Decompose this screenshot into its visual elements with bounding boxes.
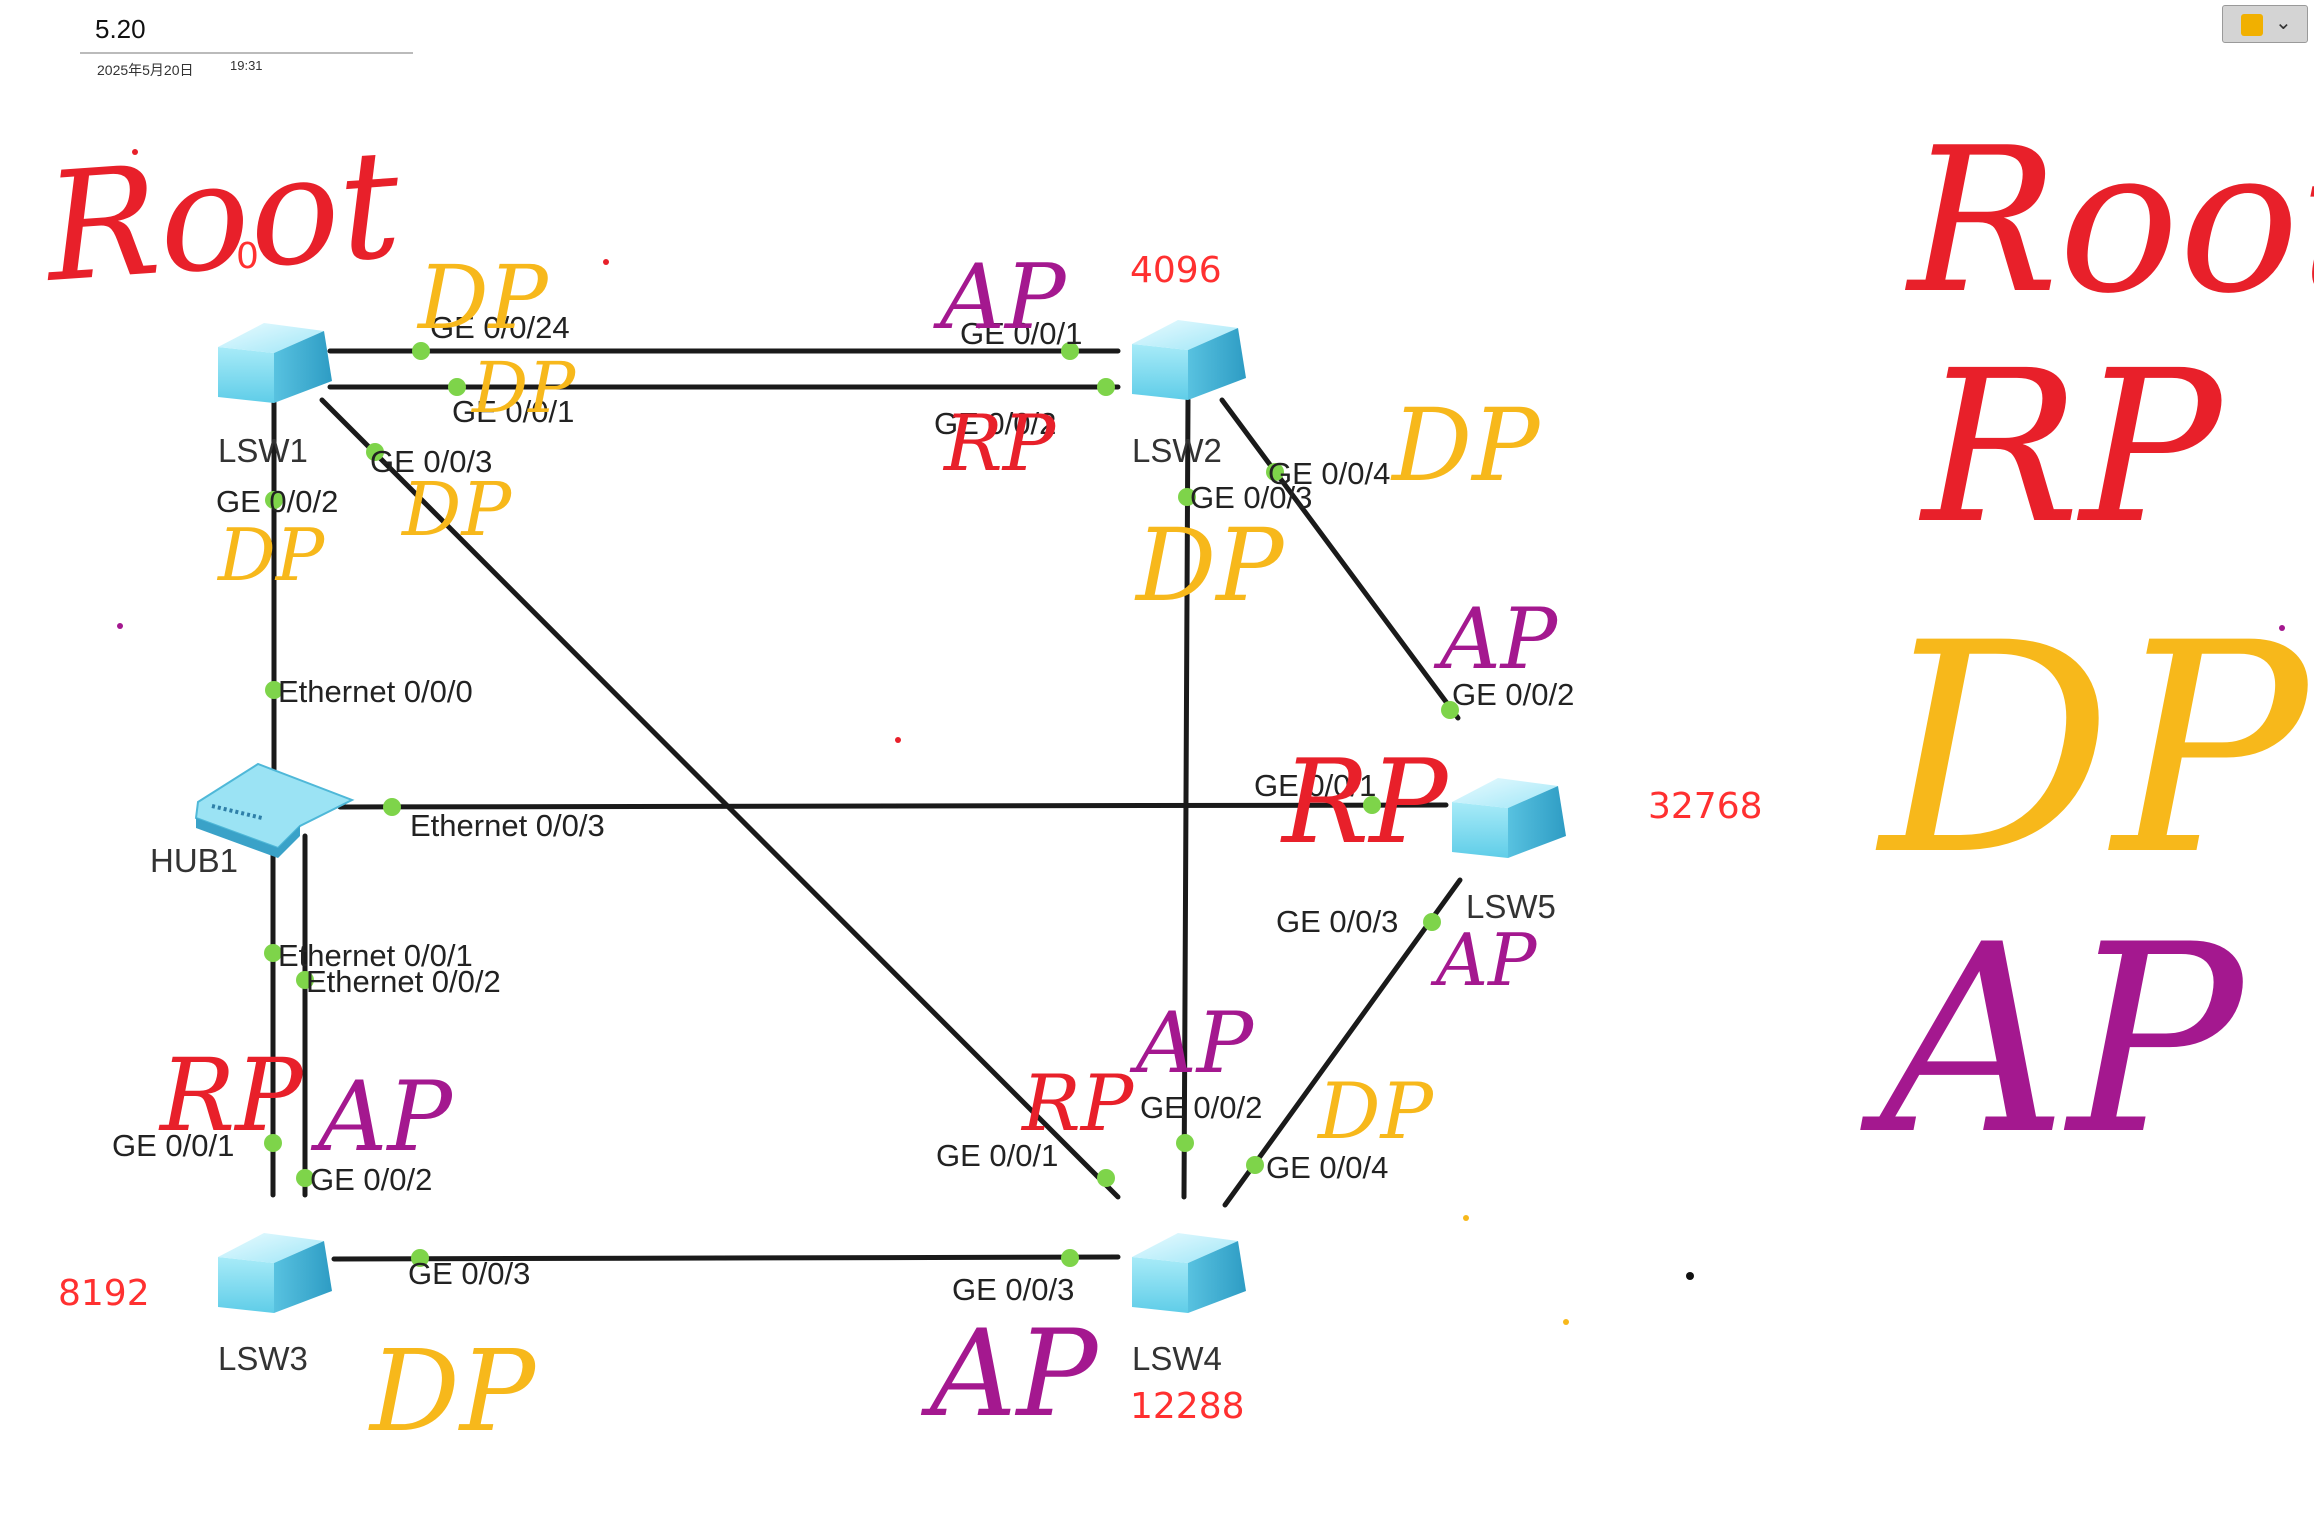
notes-toolbar-button[interactable]: ⌄ xyxy=(2222,5,2308,43)
port-label: GE 0/0/2 xyxy=(1452,677,1574,712)
bridge-priority: 8192 xyxy=(58,1273,150,1314)
device-label: LSW3 xyxy=(218,1340,308,1377)
role-annotation: AP xyxy=(310,1061,453,1173)
port-labels: GE 0/0/24 GE 0/0/1 GE 0/0/3 GE 0/0/2 GE … xyxy=(112,310,1574,1307)
chevron-down-icon: ⌄ xyxy=(2275,12,2292,34)
legend-rp: RP xyxy=(1918,325,2225,570)
role-annotation: RP xyxy=(1020,1059,1135,1149)
links xyxy=(270,348,1463,1262)
bridge-priority: 12288 xyxy=(1130,1386,1245,1427)
role-annotation: AP xyxy=(1430,918,1538,1002)
port-label: GE 0/0/1 xyxy=(1254,768,1376,803)
device-label: LSW4 xyxy=(1132,1340,1222,1377)
port-label: GE 0/0/1 xyxy=(936,1138,1058,1173)
page-time: 19:31 xyxy=(230,58,263,73)
legend-root: Root xyxy=(1904,105,2314,338)
port-label: GE 0/0/2 xyxy=(1140,1090,1262,1125)
link-hub1-lsw5 xyxy=(337,802,1449,810)
role-annotation: DP xyxy=(400,467,512,553)
port-label: GE 0/0/3 xyxy=(1190,480,1312,515)
device-label: LSW2 xyxy=(1132,432,1222,469)
role-annotation: AP xyxy=(1433,590,1559,688)
root-annotation: Root xyxy=(37,118,406,317)
port-label: Ethernet 0/0/0 xyxy=(278,674,473,709)
port-label: GE 0/0/4 xyxy=(1266,1150,1388,1185)
port-label: GE 0/0/1 xyxy=(960,316,1082,351)
switch-lsw1[interactable]: LSW1 0 xyxy=(216,236,336,469)
role-annotation: DP xyxy=(1316,1067,1435,1157)
page-date: 2025年5月20日 xyxy=(97,62,194,78)
port-label: GE 0/0/2 xyxy=(310,1162,432,1197)
switch-lsw5[interactable]: LSW5 32768 xyxy=(1450,778,1763,925)
role-annotation: DP xyxy=(216,513,326,597)
role-annotation: AP xyxy=(933,245,1067,350)
role-annotation: RP xyxy=(1280,735,1449,870)
sticky-note-icon xyxy=(2241,14,2263,36)
title-divider xyxy=(80,52,413,54)
device-label: LSW1 xyxy=(218,432,308,469)
legend-ap: AP xyxy=(1860,890,2247,1192)
link-lsw3-lsw4 xyxy=(331,1254,1121,1262)
bridge-priority: 4096 xyxy=(1130,250,1222,291)
link-lsw1-lsw4 xyxy=(319,397,1121,1200)
port-label: Ethernet 0/0/3 xyxy=(410,808,605,843)
link-lsw2-lsw4 xyxy=(1181,397,1191,1200)
role-annotation: RP xyxy=(942,399,1057,489)
port-label: GE 0/0/3 xyxy=(408,1256,530,1291)
port-role-annotations: DP DP DP DP AP RP DP DP AP RP AP RP AP D… xyxy=(158,245,1559,1457)
switch-lsw3[interactable]: LSW3 8192 xyxy=(58,1233,336,1377)
bridge-priority: 32768 xyxy=(1648,786,1763,827)
port-label: GE 0/0/3 xyxy=(952,1272,1074,1307)
role-annotation: DP xyxy=(416,246,550,349)
port-label: GE 0/0/3 xyxy=(1276,904,1398,939)
port-label: Ethernet 0/0/2 xyxy=(306,964,501,999)
port-label: GE 0/0/2 xyxy=(216,484,338,519)
role-legend: Root RP DP AP xyxy=(1860,105,2314,1192)
port-label: GE 0/0/3 xyxy=(370,444,492,479)
hub-hub1[interactable]: HUB1 xyxy=(150,762,355,879)
port-markers xyxy=(264,342,1459,1267)
role-annotation: AP xyxy=(920,1305,1100,1444)
port-label: GE 0/0/1 xyxy=(112,1128,234,1163)
port-label: Ethernet 0/0/1 xyxy=(278,938,473,973)
legend-dp: DP xyxy=(1875,582,2311,919)
stray-ink-dots xyxy=(117,149,2285,1325)
role-annotation: DP xyxy=(1390,387,1541,504)
port-label: GE 0/0/2 xyxy=(934,406,1056,441)
link-lsw5-lsw4 xyxy=(1222,877,1463,1208)
link-lsw2-lsw5 xyxy=(1219,397,1461,721)
device-label: LSW5 xyxy=(1466,888,1556,925)
page-title: 5.20 xyxy=(95,14,146,44)
port-label: GE 0/0/4 xyxy=(1268,456,1390,491)
role-annotation: AP xyxy=(1129,994,1255,1092)
role-annotation: RP xyxy=(158,1037,304,1154)
port-label: GE 0/0/1 xyxy=(452,394,574,429)
switch-lsw4[interactable]: LSW4 12288 xyxy=(1130,1233,1250,1427)
port-label: GE 0/0/24 xyxy=(430,310,570,345)
role-annotation: DP xyxy=(1134,507,1285,624)
switch-lsw2[interactable]: LSW2 4096 xyxy=(1130,250,1250,469)
device-label: HUB1 xyxy=(150,842,238,879)
role-annotation: DP xyxy=(470,347,577,429)
role-annotation: DP xyxy=(368,1327,537,1457)
handwritten-root-lsw1: Root xyxy=(37,118,406,317)
bridge-priority: 0 xyxy=(236,236,259,277)
